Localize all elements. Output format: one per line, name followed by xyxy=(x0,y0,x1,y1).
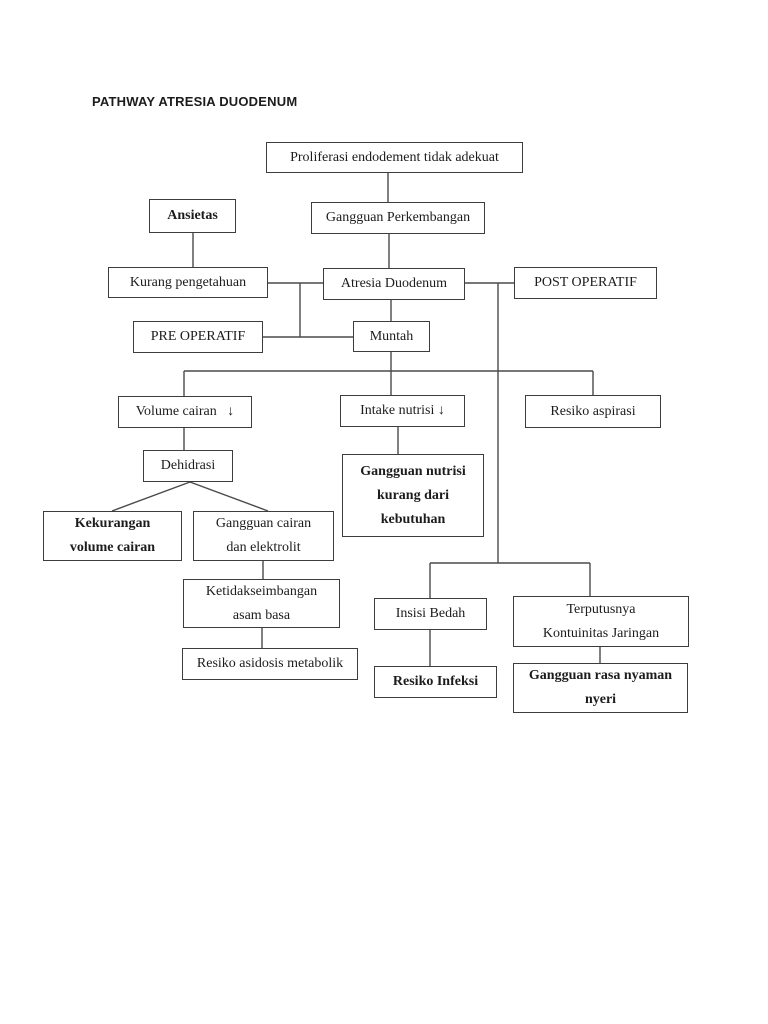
node-proliferasi-endodement: Proliferasi endodement tidak adekuat xyxy=(266,142,523,173)
node-kurang-pengetahuan: Kurang pengetahuan xyxy=(108,267,268,298)
node-terputusnya-kontuinitas: Terputusnya Kontuinitas Jaringan xyxy=(513,596,689,647)
node-intake-nutrisi-turun: Intake nutrisi ↓ xyxy=(340,395,465,427)
node-insisi-bedah: Insisi Bedah xyxy=(374,598,487,630)
node-kekurangan-volume-cairan: Kekurangan volume cairan xyxy=(43,511,182,561)
node-gangguan-perkembangan: Gangguan Perkembangan xyxy=(311,202,485,234)
node-volume-cairan-turun: Volume cairan ↓ xyxy=(118,396,252,428)
node-resiko-aspirasi: Resiko aspirasi xyxy=(525,395,661,428)
node-resiko-asidosis-metabolik: Resiko asidosis metabolik xyxy=(182,648,358,680)
node-resiko-infeksi: Resiko Infeksi xyxy=(374,666,497,698)
node-gangguan-nutrisi: Gangguan nutrisi kurang dari kebutuhan xyxy=(342,454,484,537)
node-muntah: Muntah xyxy=(353,321,430,352)
node-ansietas: Ansietas xyxy=(149,199,236,233)
node-gangguan-rasa-nyaman: Gangguan rasa nyaman nyeri xyxy=(513,663,688,713)
node-dehidrasi: Dehidrasi xyxy=(143,450,233,482)
node-ketidakseimbangan-asam-basa: Ketidakseimbangan asam basa xyxy=(183,579,340,628)
node-post-operatif: POST OPERATIF xyxy=(514,267,657,299)
node-pre-operatif: PRE OPERATIF xyxy=(133,321,263,353)
page-title: PATHWAY ATRESIA DUODENUM xyxy=(92,94,298,109)
node-gangguan-cairan-elektrolit: Gangguan cairan dan elektrolit xyxy=(193,511,334,561)
node-atresia-duodenum: Atresia Duodenum xyxy=(323,268,465,300)
